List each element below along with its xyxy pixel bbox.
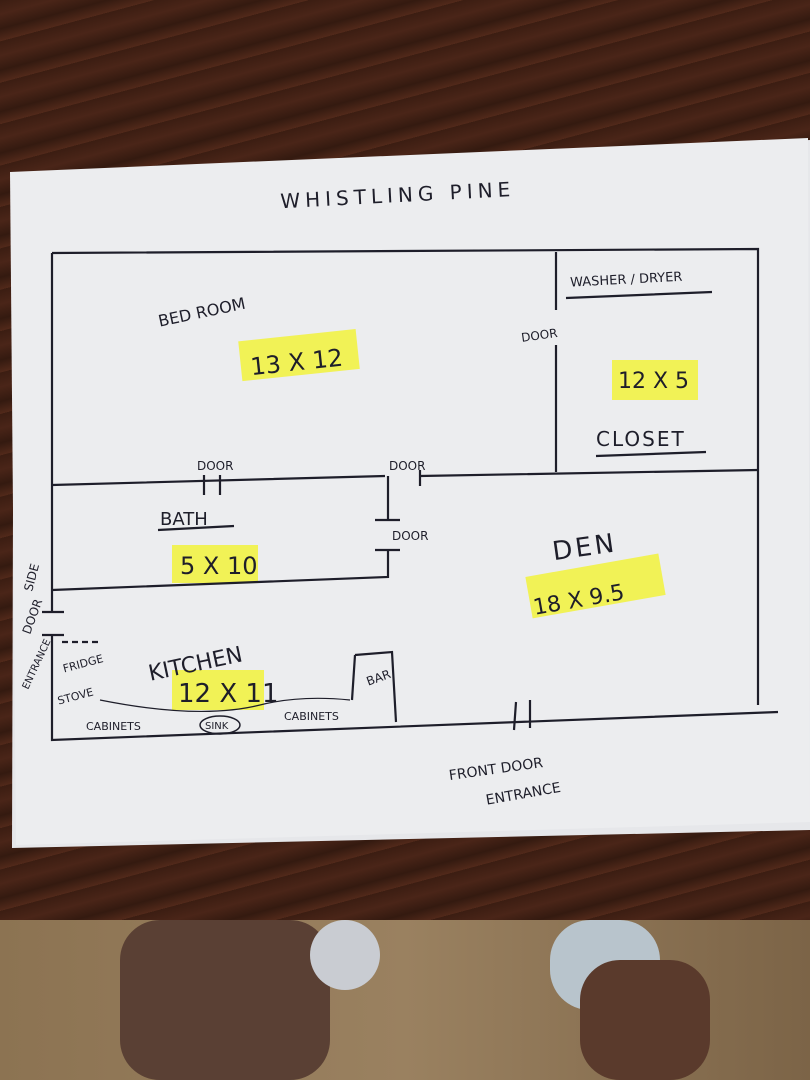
- floor: [0, 920, 810, 1080]
- side-label: SIDE: [21, 562, 42, 593]
- bath-door-label: DOOR: [392, 529, 428, 543]
- sink-circle: [199, 715, 241, 735]
- highlight-bedroom: [238, 329, 360, 382]
- shoe-left: [310, 920, 380, 990]
- den-door-label: DOOR: [389, 459, 425, 473]
- floor-plan-sheet: WHISTLING PINE BED ROOM 13 X 12 WASHER /…: [10, 138, 810, 848]
- highlight-bath: [172, 545, 258, 583]
- laundry-label: WASHER / DRYER: [570, 270, 683, 291]
- closet-label: CLOSET: [596, 427, 686, 451]
- sink-label: SINK: [205, 721, 229, 732]
- cabinets-right-label: CABINETS: [284, 710, 339, 723]
- highlight-closet: [612, 360, 698, 400]
- person-leg-right: [580, 960, 710, 1080]
- bath-label: BATH: [160, 509, 208, 530]
- highlight-kitchen: [172, 670, 264, 710]
- bath-size: 5 X 10: [180, 552, 258, 580]
- laundry-door-label: DOOR: [520, 326, 558, 345]
- kitchen-size: 12 X 11: [178, 679, 279, 709]
- highlight-den: [525, 553, 666, 619]
- highlights: [172, 329, 698, 710]
- paper: [10, 138, 810, 845]
- closet-size: 12 X 5: [618, 369, 689, 394]
- bedroom-door-label: DOOR: [197, 459, 233, 473]
- walls: [42, 247, 779, 742]
- cabinets-left-label: CABINETS: [86, 720, 141, 733]
- person-leg-left: [120, 920, 330, 1080]
